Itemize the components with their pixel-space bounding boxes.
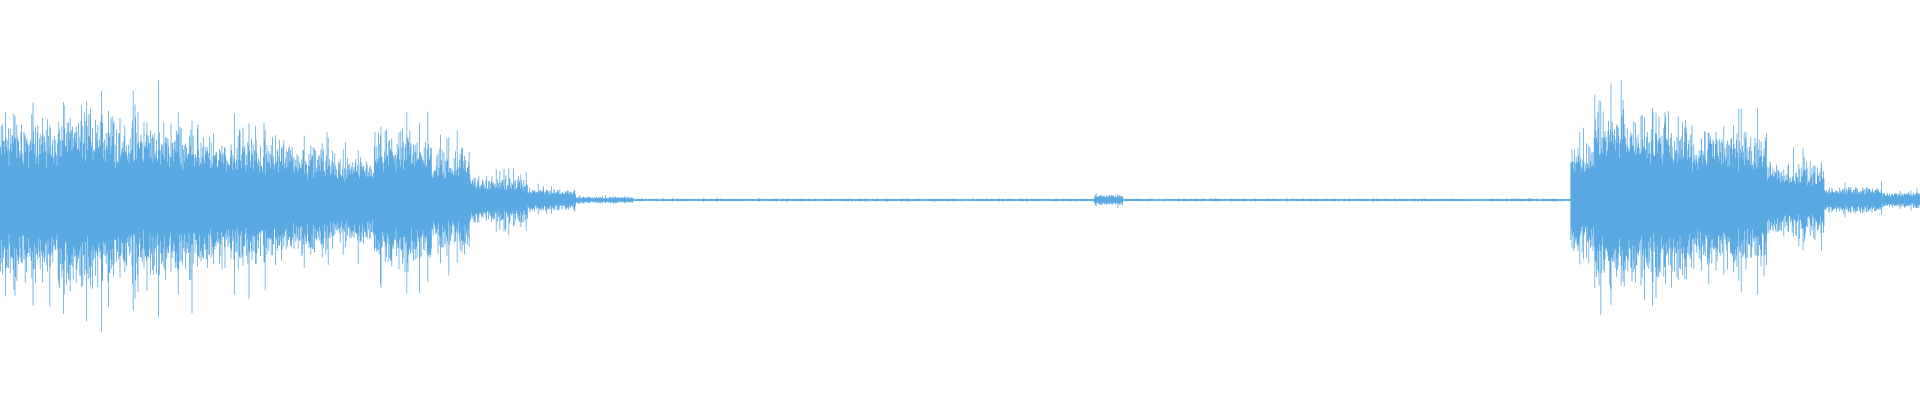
waveform-path <box>0 79 1920 332</box>
waveform-peaks <box>0 79 1920 332</box>
